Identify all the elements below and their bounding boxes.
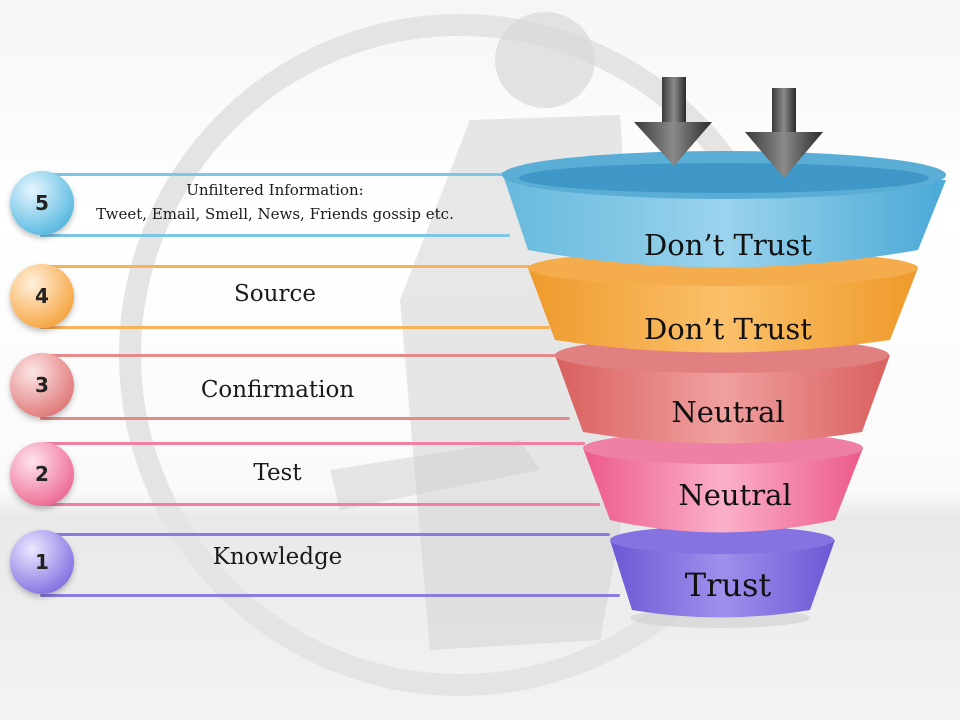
- level-2-label: Test: [253, 460, 302, 486]
- level-5-label-line1: Unfiltered Information:: [186, 181, 364, 199]
- funnel-text-3: Neutral: [671, 395, 785, 429]
- down-arrow-icon: [634, 77, 712, 166]
- funnel-text-5: Don’t Trust: [644, 228, 812, 262]
- funnel-text-4: Don’t Trust: [644, 312, 812, 346]
- level-1-label: Knowledge: [212, 544, 343, 570]
- level-5-label-line2: Tweet, Email, Smell, News, Friends gossi…: [96, 205, 454, 223]
- level-4-label: Source: [234, 281, 316, 307]
- funnel-segment-5: [502, 151, 946, 268]
- level-3-number: 3: [10, 353, 74, 417]
- funnel-text-1: Trust: [684, 566, 772, 604]
- level-3-label: Confirmation: [200, 377, 355, 403]
- down-arrow-icon: [745, 88, 823, 178]
- funnel-text-2: Neutral: [678, 478, 792, 512]
- level-1-number: 1: [10, 530, 74, 594]
- level-4-number: 4: [10, 264, 74, 328]
- funnel-segment-1: [610, 526, 835, 628]
- level-5-label: Unfiltered Information: Tweet, Email, Sm…: [80, 178, 470, 226]
- level-5-number: 5: [10, 171, 74, 235]
- level-2-number: 2: [10, 442, 74, 506]
